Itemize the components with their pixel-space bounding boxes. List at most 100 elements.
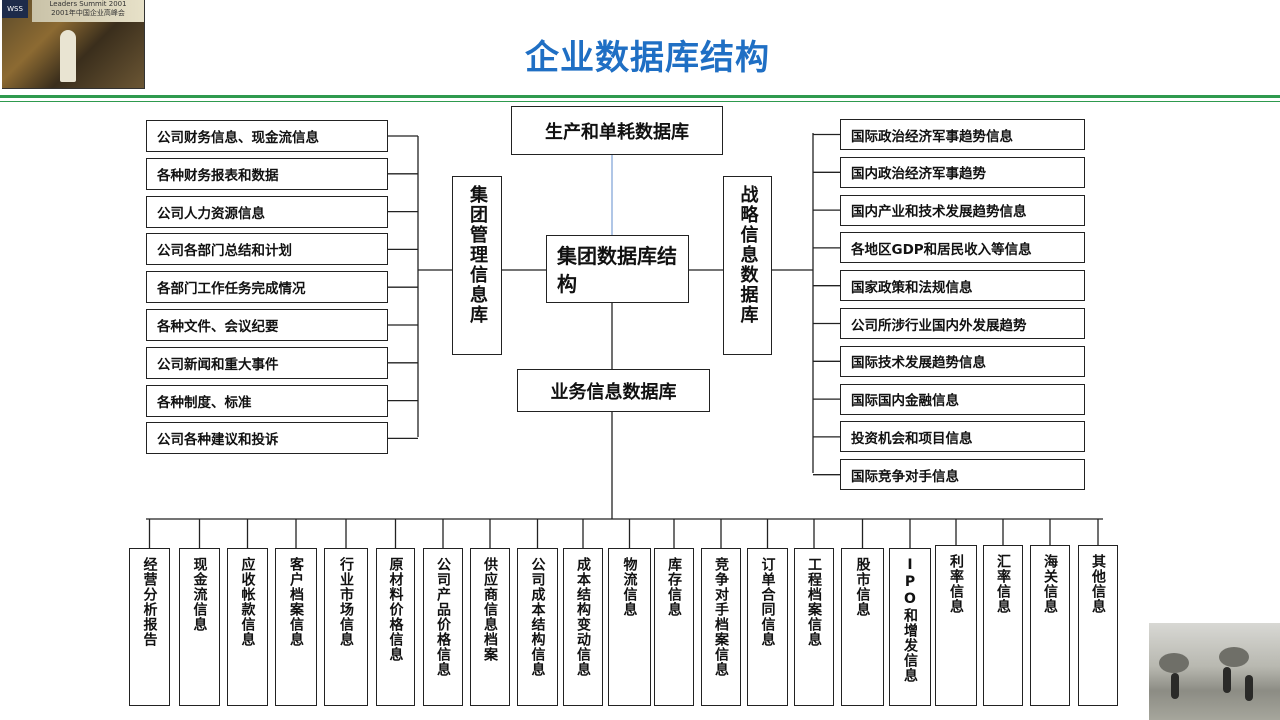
right-item-box-label: 国内政治经济军事趋势 [851, 166, 986, 183]
bottom-item-box-label: 汇率信息 [995, 554, 1011, 614]
bottom-item-box-label: 供应商信息档案 [482, 557, 498, 662]
right-item-box-label: 国际技术发展趋势信息 [851, 355, 986, 372]
left-item-box: 各种文件、会议纪要 [146, 309, 388, 341]
group-management-db-box: 集团管理信息库 [452, 176, 502, 355]
bottom-item-box: 应收帐款信息 [227, 548, 268, 706]
speaker-figure [60, 30, 76, 82]
bottom-item-box: 订单合同信息 [747, 548, 788, 706]
conference-banner: Leaders Summit 2001 2001年中国企业高峰会 [32, 0, 144, 22]
business-info-db-label: 业务信息数据库 [550, 381, 677, 403]
right-item-box: 各地区GDP和居民收入等信息 [840, 232, 1085, 264]
left-item-box: 公司各种建议和投诉 [146, 422, 388, 455]
bottom-item-box: 客户档案信息 [275, 548, 317, 706]
bottom-item-box-label: 原材料价格信息 [387, 557, 404, 662]
left-item-box-label: 各部门工作任务完成情况 [157, 281, 306, 298]
strategic-info-db-box: 战略信息数据库 [723, 176, 772, 355]
bottom-item-box: 工程档案信息 [794, 548, 834, 706]
group-database-structure-label: 集团数据库结构 [557, 244, 677, 296]
left-item-box: 各部门工作任务完成情况 [146, 271, 388, 304]
group-database-structure-box: 集团数据库结构 [546, 235, 689, 303]
bottom-item-box-label: 其他信息 [1090, 554, 1106, 614]
left-item-box-label: 各种制度、标准 [157, 394, 252, 411]
right-item-box: 国内政治经济军事趋势 [840, 156, 1085, 188]
right-item-box-label: 国际竞争对手信息 [851, 468, 959, 485]
bottom-item-box: 公司成本结构信息 [517, 548, 558, 706]
left-item-box-label: 公司新闻和重大事件 [157, 356, 279, 373]
bottom-item-box-label: 物流信息 [621, 557, 638, 617]
bottom-item-box-label: 行业市场信息 [338, 557, 354, 647]
bottom-item-box-label: 现金流信息 [191, 557, 208, 632]
bottom-item-box-label: 公司成本结构信息 [529, 557, 546, 677]
left-item-box: 各种制度、标准 [146, 384, 388, 417]
right-item-box-label: 国内产业和技术发展趋势信息 [851, 204, 1027, 221]
group-management-db-label: 集团管理信息库 [467, 185, 488, 325]
bottom-item-box: 原材料价格信息 [376, 548, 415, 706]
left-item-box: 公司人力资源信息 [146, 195, 388, 228]
left-item-box-label: 各种财务报表和数据 [157, 167, 279, 184]
right-item-box-label: 公司所涉行业国内外发展趋势 [851, 317, 1027, 334]
bottom-item-box-label: 客户档案信息 [288, 557, 304, 647]
race-photo [1149, 623, 1280, 720]
bottom-item-box: 利率信息 [935, 545, 977, 706]
tree-shape [1159, 653, 1189, 673]
strategic-info-db-label: 战略信息数据库 [737, 185, 759, 325]
right-item-box-label: 国家政策和法规信息 [851, 279, 973, 296]
bottom-item-box-label: 利率信息 [948, 554, 964, 614]
bottom-item-box: 供应商信息档案 [470, 548, 510, 706]
runner-figure [1245, 675, 1253, 701]
bottom-item-box: IPO和增发信息 [889, 548, 931, 706]
right-item-box: 投资机会和项目信息 [840, 421, 1085, 453]
right-item-box: 国际政治经济军事趋势信息 [840, 119, 1085, 150]
left-item-box-label: 公司各部门总结和计划 [157, 243, 292, 260]
left-item-box: 公司各部门总结和计划 [146, 233, 388, 266]
bottom-item-box-label: 库存信息 [666, 557, 682, 617]
bottom-item-box: 海关信息 [1030, 545, 1070, 706]
runner-figure [1223, 667, 1231, 693]
bottom-item-box: 现金流信息 [179, 548, 220, 706]
right-item-box-label: 国际国内金融信息 [851, 393, 959, 410]
bottom-item-box: 竞争对手档案信息 [701, 548, 741, 706]
right-item-box: 公司所涉行业国内外发展趋势 [840, 308, 1085, 339]
event-logo: WSS [2, 0, 28, 18]
bottom-item-box: 成本结构变动信息 [563, 548, 603, 706]
page-title: 企业数据库结构 [525, 38, 770, 78]
bottom-item-box: 行业市场信息 [324, 548, 368, 706]
right-item-box-label: 投资机会和项目信息 [851, 430, 973, 447]
bottom-item-box-label: 订单合同信息 [759, 557, 776, 647]
right-item-box: 国家政策和法规信息 [840, 270, 1085, 302]
bottom-item-box: 物流信息 [608, 548, 651, 706]
bottom-item-box: 股市信息 [841, 548, 884, 706]
bottom-item-box-label: 经营分析报告 [141, 557, 158, 647]
bottom-item-box-label: 成本结构变动信息 [575, 557, 591, 677]
production-database-box: 生产和单耗数据库 [511, 106, 723, 155]
right-item-box-label: 各地区GDP和居民收入等信息 [851, 241, 1032, 258]
right-item-box: 国际竞争对手信息 [840, 459, 1085, 491]
production-database-label: 生产和单耗数据库 [545, 121, 689, 143]
bottom-item-box-label: 海关信息 [1042, 554, 1058, 614]
bottom-item-box: 其他信息 [1078, 545, 1118, 706]
bottom-item-box-label: 竞争对手档案信息 [713, 557, 729, 677]
banner-line-1: Leaders Summit 2001 [49, 0, 127, 8]
bottom-item-box: 汇率信息 [983, 545, 1023, 706]
bottom-item-box: 库存信息 [654, 548, 694, 706]
bottom-item-box-label: 公司产品价格信息 [435, 557, 451, 677]
runner-figure [1171, 673, 1179, 699]
right-item-box: 国际国内金融信息 [840, 383, 1085, 415]
bottom-item-box-label: 工程档案信息 [806, 557, 822, 647]
tree-shape [1219, 647, 1249, 667]
left-item-box: 公司新闻和重大事件 [146, 346, 388, 379]
right-item-box: 国际技术发展趋势信息 [840, 345, 1085, 377]
right-item-box-label: 国际政治经济军事趋势信息 [851, 128, 1013, 145]
left-item-box-label: 各种文件、会议纪要 [157, 319, 279, 335]
left-item-box-label: 公司人力资源信息 [157, 205, 265, 222]
bottom-item-box-label: IPO和增发信息 [902, 557, 918, 683]
header-divider [0, 95, 1280, 98]
conference-photo: WSS Leaders Summit 2001 2001年中国企业高峰会 [2, 0, 145, 89]
bottom-item-box: 经营分析报告 [129, 548, 170, 706]
left-item-box: 各种财务报表和数据 [146, 157, 388, 190]
bottom-item-box-label: 股市信息 [854, 557, 871, 617]
header-divider-thin [0, 101, 1280, 102]
bottom-item-box-label: 应收帐款信息 [239, 557, 256, 647]
business-info-db-box: 业务信息数据库 [517, 369, 710, 412]
